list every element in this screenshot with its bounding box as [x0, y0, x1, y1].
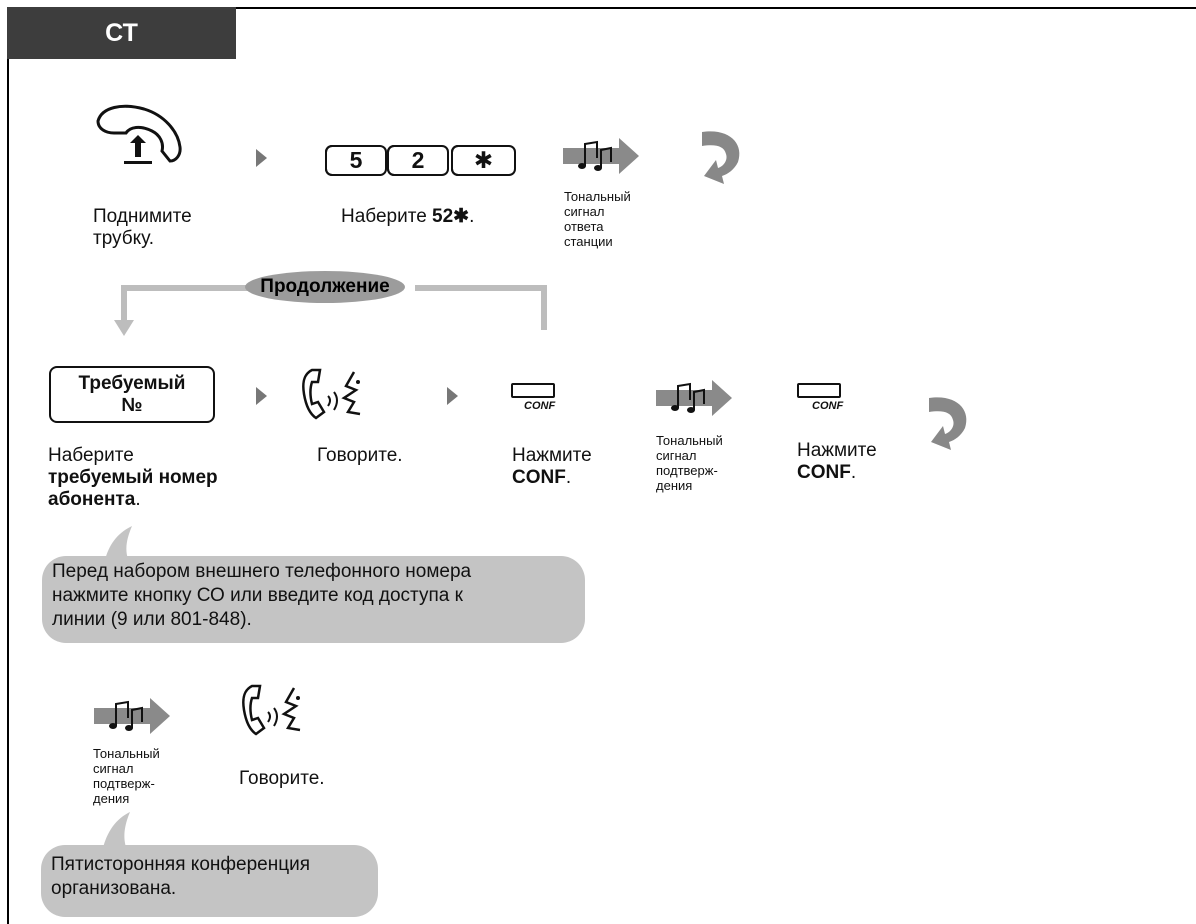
note2-tail: [102, 812, 130, 852]
continue-label: Продолжение: [245, 271, 405, 303]
page-frame: [7, 7, 1196, 924]
curved-arrow-icon: [702, 131, 740, 184]
conf-button-label: CONF: [524, 400, 556, 412]
arrow-right-icon: [256, 387, 267, 405]
key-5: 5: [325, 145, 387, 176]
step5-caption: Нажмите CONF.: [512, 445, 592, 488]
tone-signal-icon: [656, 380, 732, 416]
tone-signal-icon: [563, 138, 639, 174]
section-tab: СТ: [7, 7, 236, 59]
step6-caption: Нажмите CONF.: [797, 440, 877, 483]
conf-button-label: CONF: [812, 400, 844, 412]
step3-caption: Наберите требуемый номер абонента.: [48, 445, 218, 510]
note-bubble: Пятисторонняя конференция организована.: [41, 845, 378, 917]
desired-number-key: Требуемый №: [49, 366, 215, 423]
step2-caption: Наберите 52✱.: [341, 206, 475, 227]
tone3-caption: Тональный сигнал подтверж- дения: [93, 746, 160, 806]
step7-caption: Говорите.: [239, 768, 325, 789]
key-star: ✱: [451, 145, 516, 176]
key-2: 2: [387, 145, 449, 176]
tone-signal-icon: [94, 698, 170, 734]
continue-connector: [114, 285, 547, 336]
note-bubble: Перед набором внешнего телефонного номер…: [42, 556, 585, 643]
arrow-right-icon: [256, 149, 267, 167]
talk-icon: [242, 684, 301, 736]
step1-caption: Поднимите трубку.: [93, 206, 192, 249]
tone1-caption: Тональный сигнал ответа станции: [564, 189, 631, 249]
handset-lift-icon: [96, 104, 182, 164]
tone2-caption: Тональный сигнал подтверж- дения: [656, 433, 723, 493]
conf-button-icon: [797, 383, 841, 398]
step4-caption: Говорите.: [317, 445, 403, 466]
note1-tail: [104, 526, 132, 564]
conf-button-icon: [511, 383, 555, 398]
arrow-right-icon: [447, 387, 458, 405]
talk-icon: [302, 368, 361, 420]
curved-arrow-icon: [929, 397, 967, 450]
